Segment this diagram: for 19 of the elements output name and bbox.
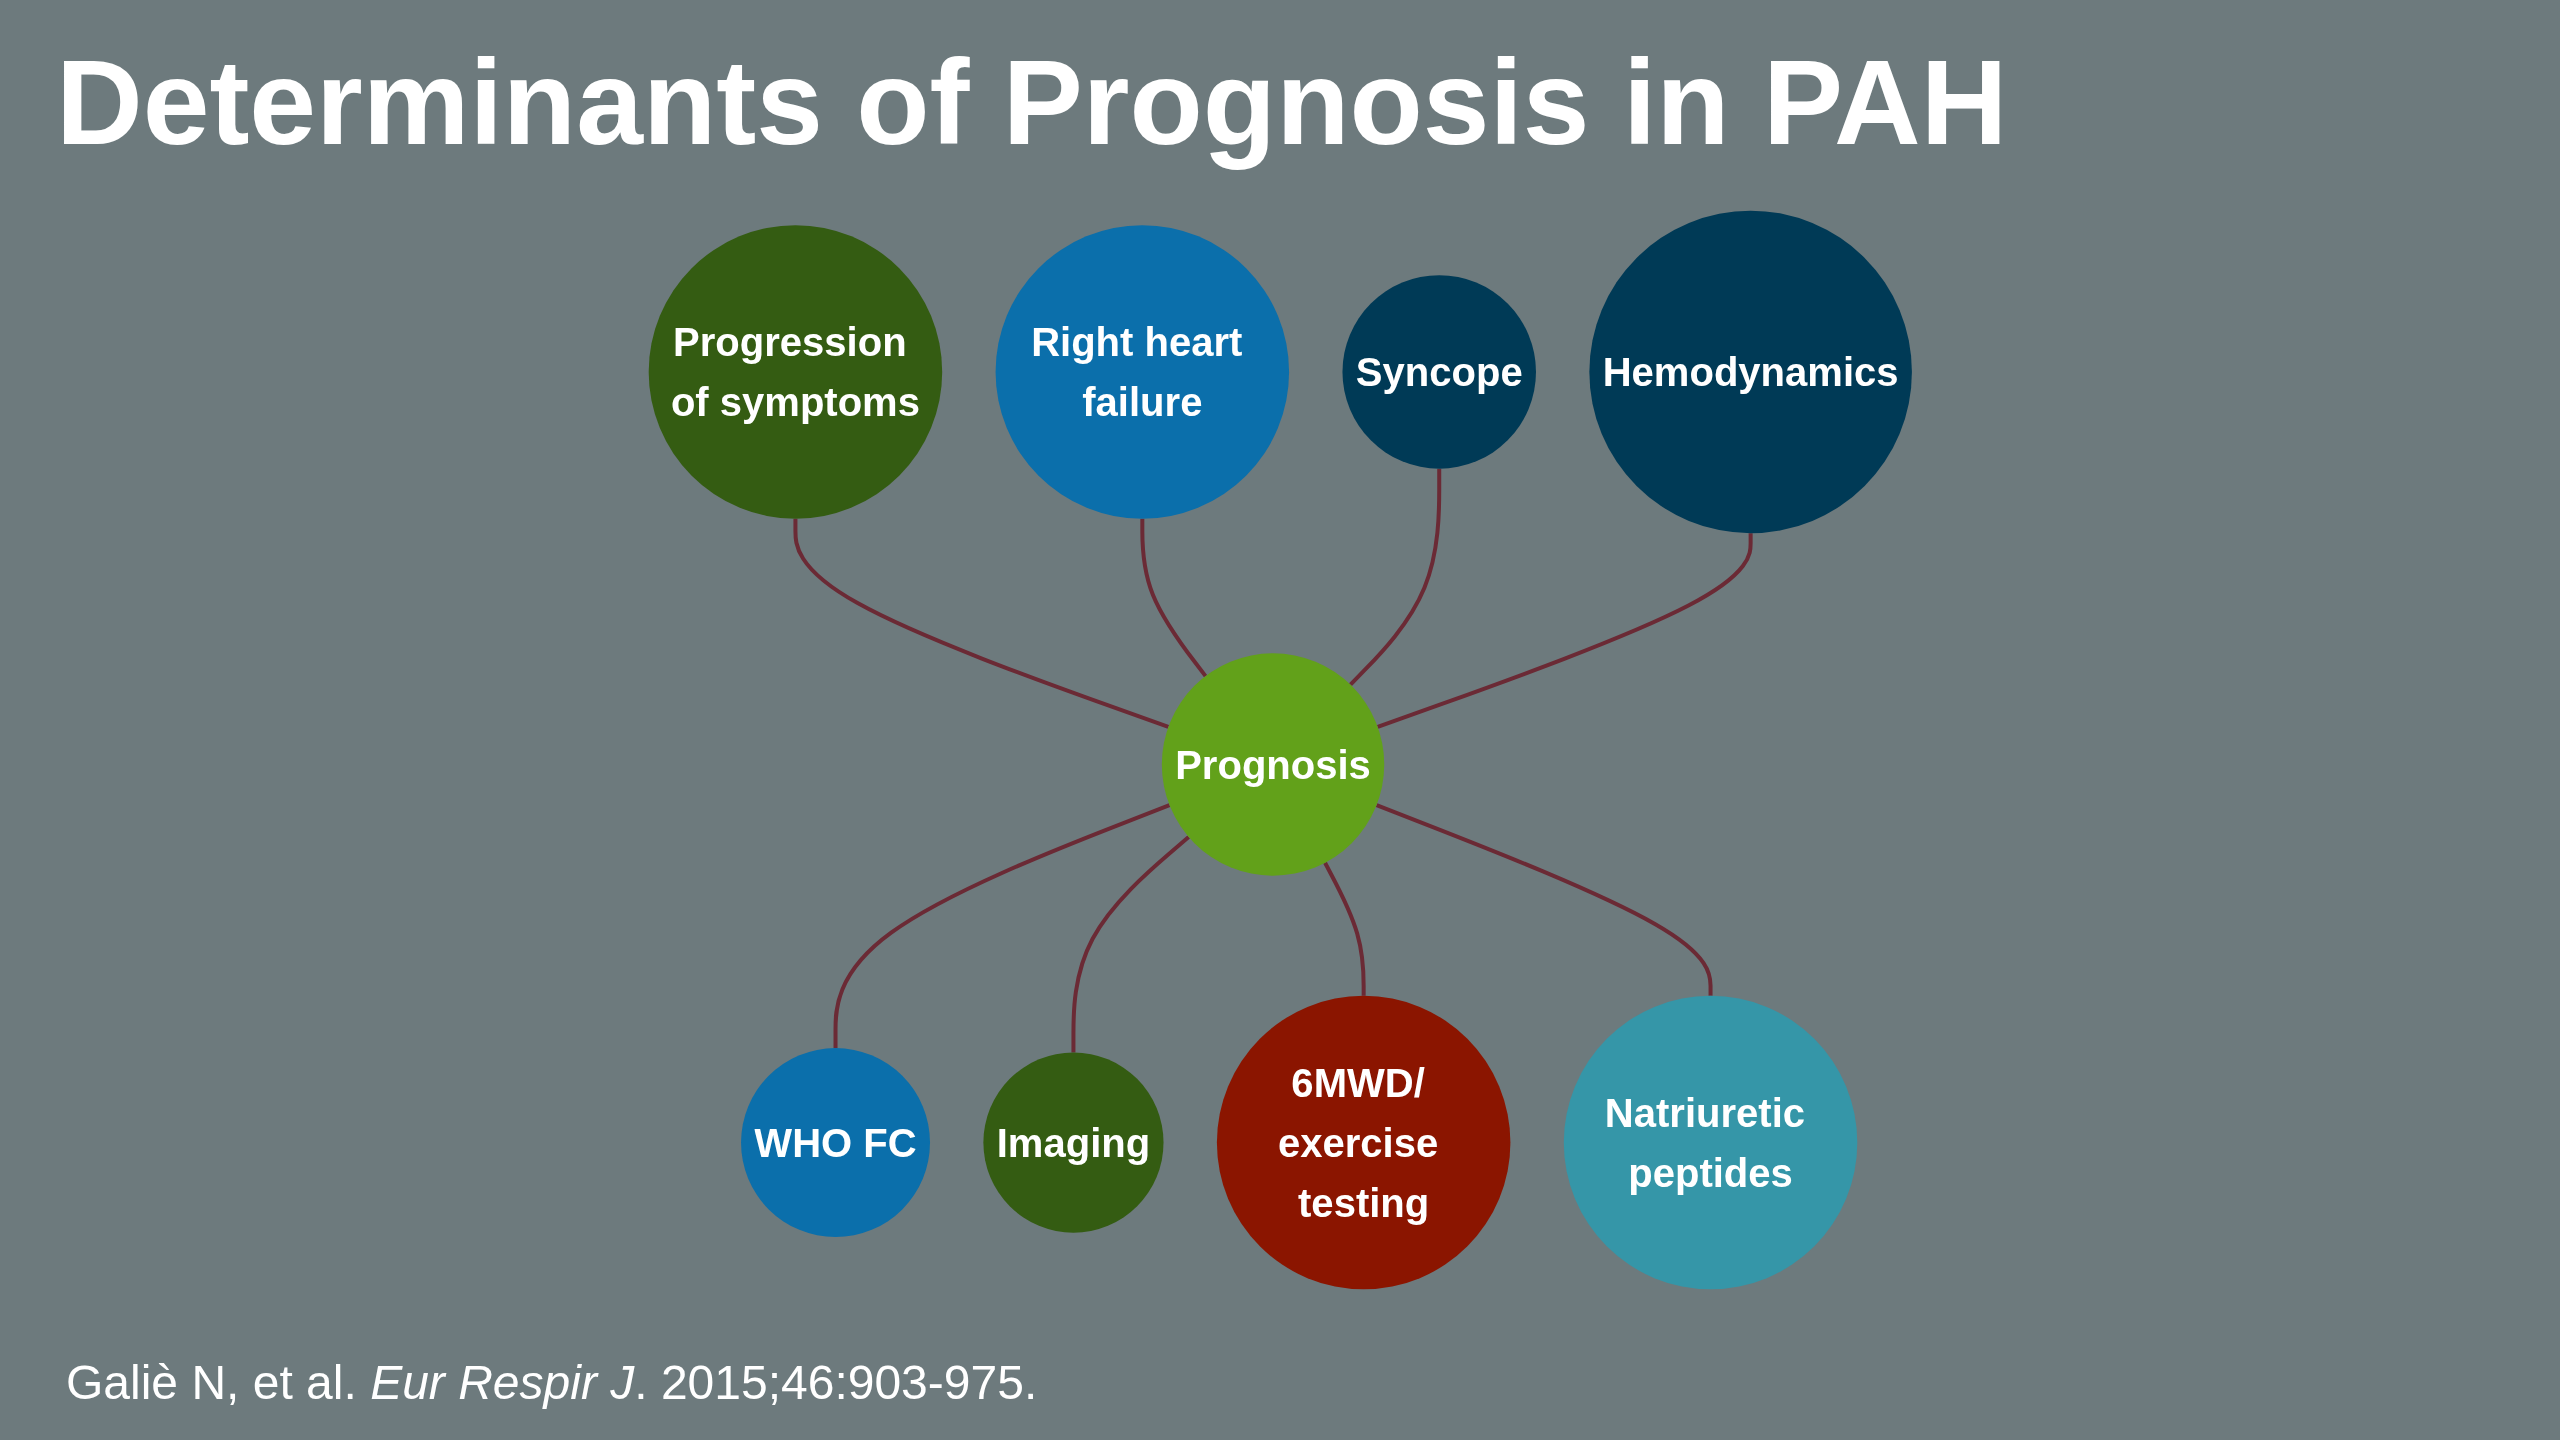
connector <box>1071 835 1190 1053</box>
node-circle: Prognosis <box>1161 653 1384 876</box>
citation: Galiè N, et al. Eur Respir J. 2015;46:903-975. <box>66 1355 1038 1410</box>
slide-title: Determinants of Prognosis in PAH <box>56 34 2009 172</box>
connector <box>1376 533 1753 729</box>
node-circle: Natriuretic peptides <box>1563 995 1857 1290</box>
node-circle: Syncope <box>1342 275 1536 469</box>
node-circle: Right heart failure <box>995 225 1289 519</box>
connector <box>1375 803 1713 996</box>
node-circle: WHO FC <box>740 1048 930 1238</box>
connector <box>833 803 1170 1049</box>
node-circle: 6MWD/ exercise testing <box>1216 995 1511 1290</box>
node-circle: Hemodynamics <box>1589 210 1912 534</box>
node-circle: Imaging <box>983 1052 1164 1233</box>
connector <box>1348 468 1441 687</box>
connector <box>1323 861 1366 996</box>
node-circle: Progression of symptoms <box>648 225 942 519</box>
connector <box>1140 518 1207 678</box>
connector <box>793 518 1169 729</box>
